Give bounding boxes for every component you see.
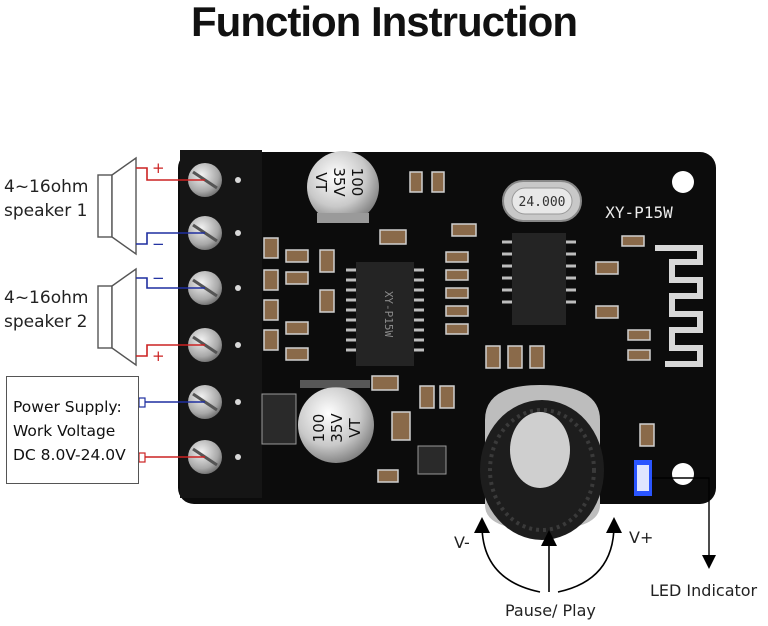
capacitor-top	[307, 151, 379, 223]
speaker-1-label: 4~16ohm speaker 1	[4, 175, 88, 223]
volume-up-label: V+	[629, 528, 653, 547]
board-model-label: XY-P15W	[605, 203, 673, 222]
transistor	[417, 445, 447, 475]
rotary-encoder-knob	[480, 385, 604, 540]
speaker-2-plus-mark: +	[152, 347, 165, 365]
cap1-value: 100	[348, 168, 366, 197]
speaker-2-minus-mark: −	[152, 269, 165, 287]
speaker-1-plus-wire	[136, 167, 205, 181]
power-supply-title: Power Supply:	[13, 398, 122, 416]
volume-down-arrow	[474, 517, 541, 593]
regulator-chip	[261, 393, 297, 445]
volume-down-label: V-	[454, 533, 470, 552]
pause-play-label: Pause/ Play	[505, 601, 596, 620]
power-supply-voltage-label: Work Voltage	[13, 422, 116, 440]
speaker-2-label: 4~16ohm speaker 2	[4, 286, 88, 334]
speaker-1-minus-wire	[136, 232, 205, 245]
mounting-hole	[672, 463, 694, 485]
led-indicator-arrow	[652, 477, 716, 569]
speaker-1-icon	[97, 156, 137, 256]
speaker-1-minus-mark: −	[152, 235, 165, 253]
crystal-label: 24.000	[519, 195, 566, 210]
speaker-1-impedance: 4~16ohm	[4, 177, 89, 197]
cap2-brand: VT	[346, 417, 364, 437]
capacitor-bottom	[298, 380, 374, 463]
page-title: Function Instruction	[191, 0, 578, 45]
speaker-2-minus-wire	[136, 277, 205, 289]
bluetooth-chip	[512, 233, 566, 325]
volume-up-arrow	[557, 517, 622, 593]
smd-components	[263, 171, 655, 483]
terminal-block	[180, 150, 262, 498]
cap1-voltage: 35V	[330, 167, 348, 197]
chip-label: XY-P15W	[382, 291, 395, 338]
power-supply-range: DC 8.0V-24.0V	[13, 446, 126, 464]
led-indicator-label: LED Indicator	[650, 581, 758, 600]
speaker-2-icon	[97, 267, 137, 367]
power-supply-box: Power Supply: Work Voltage DC 8.0V-24.0V	[6, 376, 139, 484]
cap2-voltage: 35V	[328, 413, 346, 443]
speaker-2-plus-wire	[136, 344, 205, 357]
cap2-value: 100	[310, 414, 328, 443]
bluetooth-antenna	[655, 245, 703, 367]
speaker-1-name: speaker 1	[4, 201, 88, 221]
mounting-hole	[672, 171, 694, 193]
speaker-2-impedance: 4~16ohm	[4, 288, 89, 308]
speaker-1-plus-mark: +	[152, 159, 165, 177]
speaker-2-name: speaker 2	[4, 312, 88, 332]
cap1-brand: VT	[312, 172, 330, 192]
amp-chip	[356, 262, 414, 366]
